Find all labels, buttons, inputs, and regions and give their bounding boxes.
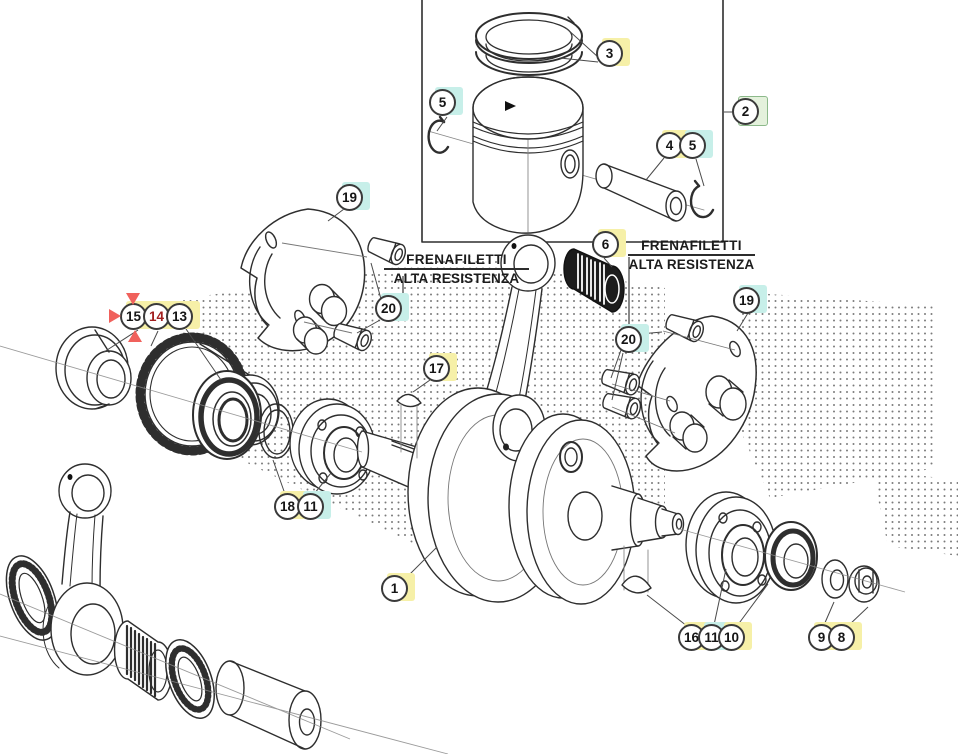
callout-11a[interactable]: 11 (297, 491, 331, 520)
oil-seal-right (764, 521, 818, 591)
piston (472, 76, 584, 234)
note-line1: FRENAFILETTI (628, 238, 755, 256)
callout-number: 10 (718, 624, 745, 651)
callout-6[interactable]: 6 (592, 229, 626, 258)
washer (821, 559, 849, 599)
callout-number: 1 (381, 575, 408, 602)
callout-8[interactable]: 8 (828, 622, 862, 651)
callout-number: 4 (656, 132, 683, 159)
leader-lines (103, 27, 869, 627)
cursor-arrow-top-icon (126, 293, 140, 305)
callout-1[interactable]: 1 (381, 573, 415, 602)
main-bearing-right (685, 491, 777, 604)
callout-number: 20 (375, 295, 402, 322)
needle-cage-big-end (113, 620, 173, 701)
spacer-bushing (55, 326, 132, 410)
callout-number: 5 (429, 89, 456, 116)
callout-20a[interactable]: 20 (375, 293, 409, 322)
piston-rings (474, 12, 584, 76)
callout-13[interactable]: 13 (166, 301, 200, 330)
callout-number: 2 (732, 98, 759, 125)
callout-10[interactable]: 10 (718, 622, 752, 651)
callout-number: 17 (423, 355, 450, 382)
cursor-arrow-left-icon (109, 309, 121, 323)
callout-19a[interactable]: 19 (336, 182, 370, 211)
needle-bearing-small-end (563, 248, 625, 313)
thrust-washer-b (165, 639, 215, 719)
callout-number: 6 (592, 231, 619, 258)
flange-nut (848, 565, 880, 603)
note-frenafiletti-right: FRENAFILETTI ALTA RESISTENZA (628, 238, 755, 272)
main-bearing-left (289, 398, 376, 495)
piston-kit-box (421, 0, 724, 243)
note-line2: ALTA RESISTENZA (393, 271, 520, 286)
callout-number: 19 (336, 184, 363, 211)
axis-lines (0, 345, 906, 754)
woodruff-key-right (621, 545, 652, 594)
callout-number: 3 (596, 40, 623, 67)
note-line1: FRENAFILETTI (384, 252, 529, 270)
callout-number: 8 (828, 624, 855, 651)
crankshaft (356, 387, 685, 605)
woodruff-key-left (396, 393, 422, 459)
callout-number: 18 (274, 493, 301, 520)
assembly-lines (281, 242, 736, 434)
counterweight-right (636, 315, 757, 472)
note-line2: ALTA RESISTENZA (628, 257, 755, 272)
callout-number: 13 (166, 303, 193, 330)
callout-number: 5 (679, 132, 706, 159)
piston-pin-circlip (427, 115, 715, 219)
callout-19b[interactable]: 19 (733, 285, 767, 314)
callout-3[interactable]: 3 (596, 38, 630, 67)
callout-20b[interactable]: 20 (615, 324, 649, 353)
cursor-arrow-bottom-icon (128, 330, 142, 342)
callout-5b[interactable]: 5 (679, 130, 713, 159)
callout-2[interactable]: 2 (732, 96, 768, 126)
piston-pin (595, 163, 687, 222)
callout-4[interactable]: 4 (656, 130, 690, 159)
callout-number: 20 (615, 326, 642, 353)
connecting-rod-spare (42, 463, 124, 676)
callout-5a[interactable]: 5 (429, 87, 463, 116)
note-frenafiletti-left: FRENAFILETTI ALTA RESISTENZA (384, 252, 529, 286)
callout-17[interactable]: 17 (423, 353, 457, 382)
callout-number: 19 (733, 287, 760, 314)
callout-number: 11 (297, 493, 324, 520)
oil-seal-left (192, 370, 262, 460)
